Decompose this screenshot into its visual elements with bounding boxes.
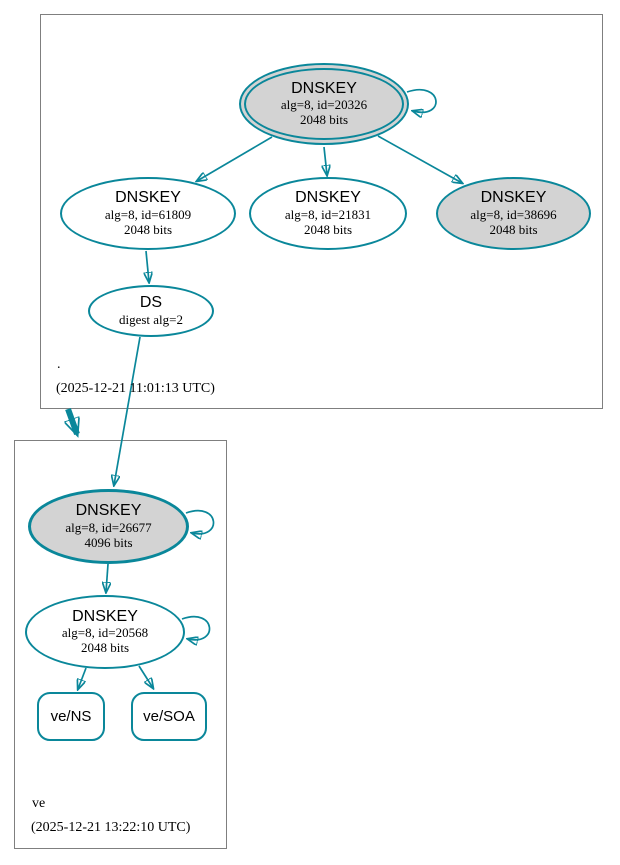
rrset-node-ve-ns[interactable]: ve/NS (37, 692, 105, 741)
rrset-label: ve/SOA (143, 708, 195, 725)
node-title: DNSKEY (75, 502, 142, 520)
cluster-root-zone (40, 14, 603, 409)
node-bits: 2048 bits (489, 221, 538, 237)
node-title: DNSKEY (295, 189, 361, 207)
node-bits: 2048 bits (303, 221, 353, 237)
node-alg-id: alg=8, id=20326 (280, 97, 368, 113)
dnskey-node-21831[interactable]: DNSKEY alg=8, id=21831 2048 bits (249, 177, 407, 250)
node-alg-id: alg=8, id=38696 (470, 206, 557, 222)
node-bits: 4096 bits (84, 534, 133, 550)
dnskey-node-20568[interactable]: DNSKEY alg=8, id=20568 2048 bits (25, 595, 185, 669)
ve-zone-label: ve (32, 796, 46, 811)
node-alg-id: alg=8, id=20568 (61, 625, 149, 641)
rrset-node-ve-soa[interactable]: ve/SOA (131, 692, 207, 741)
node-title: DNSKEY (480, 189, 547, 207)
dnskey-node-38696[interactable]: DNSKEY alg=8, id=38696 2048 bits (436, 177, 591, 250)
node-title: DNSKEY (291, 79, 357, 97)
node-alg-id: alg=8, id=61809 (104, 206, 192, 222)
edge-rootzone-to-vezone-delegation (68, 407, 77, 434)
node-bits: 2048 bits (80, 640, 130, 656)
node-title: DS (139, 294, 163, 312)
node-bits: 2048 bits (123, 221, 173, 237)
ds-node[interactable]: DS digest alg=2 (88, 285, 214, 337)
node-bits: 2048 bits (299, 112, 349, 128)
dnskey-node-26677[interactable]: DNSKEY alg=8, id=26677 4096 bits (28, 489, 189, 564)
node-title: DNSKEY (115, 189, 181, 207)
dnskey-node-20326[interactable]: DNSKEY alg=8, id=20326 2048 bits (239, 63, 409, 145)
node-alg-id: alg=8, id=26677 (65, 519, 152, 535)
node-digest: digest alg=2 (118, 311, 184, 327)
root-zone-timestamp: (2025-12-21 11:01:13 UTC) (56, 381, 215, 396)
dnskey-node-61809[interactable]: DNSKEY alg=8, id=61809 2048 bits (60, 177, 236, 250)
ve-zone-timestamp: (2025-12-21 13:22:10 UTC) (31, 820, 191, 835)
root-zone-label: . (57, 357, 61, 372)
node-title: DNSKEY (72, 607, 138, 625)
rrset-label: ve/NS (50, 708, 92, 725)
node-alg-id: alg=8, id=21831 (284, 206, 372, 222)
